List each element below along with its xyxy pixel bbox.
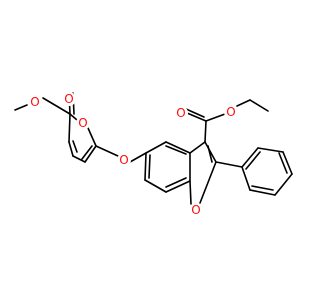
atom-label-layer: O O O O O O O	[28, 92, 238, 217]
bond-line	[282, 151, 293, 175]
bond-line	[189, 180, 192, 205]
bond-line	[189, 141, 206, 154]
bond-line	[129, 152, 147, 163]
atom-label: O	[78, 116, 87, 130]
bond-line	[241, 166, 251, 191]
oxygen-ether-linker-atom: O	[117, 153, 131, 167]
bond-line	[42, 97, 71, 115]
bond-line	[14, 104, 28, 111]
oxygen-ester2-carbonyl-atom: O	[174, 106, 188, 120]
bond-line	[251, 185, 274, 191]
bond-line	[165, 145, 187, 155]
atom-label: O	[176, 106, 185, 120]
bond-line	[215, 161, 243, 168]
bond-line	[165, 141, 191, 154]
atom-label: O	[64, 92, 73, 106]
oxygen-ester2-alkoxy-atom: O	[224, 105, 238, 119]
atom-label: O	[191, 203, 200, 217]
bond-line	[249, 189, 276, 196]
bond-line	[72, 155, 86, 163]
bond-line	[199, 161, 217, 204]
bond-line	[245, 151, 261, 170]
bond-line	[87, 127, 97, 147]
bond-line	[241, 147, 259, 168]
bond-line	[69, 113, 78, 121]
bond-line	[84, 145, 97, 163]
oxygen-benzofuran-ring-atom: O	[189, 203, 203, 217]
oxygen-ester1-carbonyl-atom: O	[62, 92, 76, 106]
oxygen-methoxy-atom: O	[28, 95, 42, 109]
bond-line	[257, 147, 284, 153]
bond-line	[68, 141, 74, 157]
bond-line	[165, 177, 187, 188]
bond-line	[145, 141, 167, 154]
bond-line	[186, 112, 207, 122]
bond-line	[249, 99, 269, 112]
atom-label: O	[30, 95, 39, 109]
bond-line	[205, 113, 226, 122]
bond-line	[68, 113, 71, 143]
oxygen-furan-ring-atom: O	[76, 116, 90, 130]
bond-line	[148, 154, 151, 179]
bond-line	[274, 173, 293, 196]
atom-label: O	[226, 105, 235, 119]
atom-label: O	[119, 153, 128, 167]
bond-line	[144, 152, 147, 181]
bond-line	[95, 145, 119, 157]
bond-line	[144, 179, 167, 193]
bond-layer	[14, 92, 293, 205]
bond-line	[236, 99, 251, 107]
bond-line	[204, 120, 207, 143]
bond-line	[185, 108, 205, 118]
bond-line	[81, 145, 93, 160]
bond-line	[204, 141, 217, 163]
bond-line	[207, 145, 213, 163]
molecule-structure-diagram: O O O O O O O	[14, 92, 293, 217]
bond-line	[72, 140, 78, 153]
bond-line	[278, 152, 288, 174]
bond-line	[165, 180, 191, 193]
